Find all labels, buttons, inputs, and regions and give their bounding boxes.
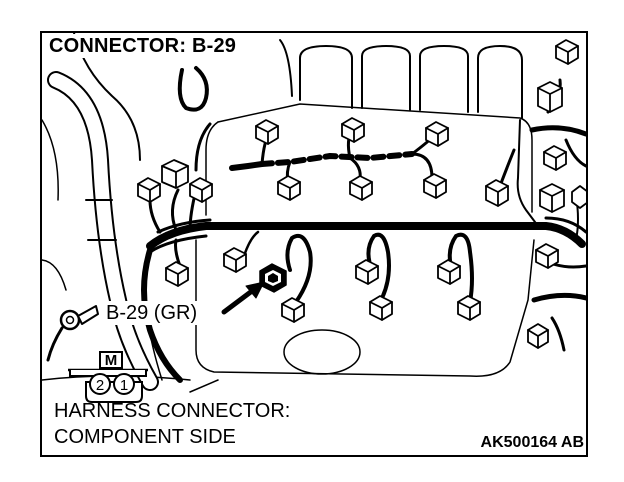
terminal-connector-symbol: M 2 1 xyxy=(68,351,148,403)
callout-arrow-icon xyxy=(221,281,265,315)
caption-line-2: COMPONENT SIDE xyxy=(54,426,236,448)
right-wiring xyxy=(498,78,586,352)
main-harness xyxy=(146,216,586,254)
caption-line-1: HARNESS CONNECTOR: xyxy=(54,400,291,422)
ground-terminal-icon xyxy=(46,305,99,362)
engine-outline xyxy=(42,103,535,393)
manifold-runners xyxy=(279,39,523,119)
terminal-key-label: M xyxy=(105,352,118,369)
b29-connector xyxy=(259,263,287,293)
terminal-pin-1: 1 xyxy=(120,377,128,394)
loop-wire xyxy=(177,66,209,112)
figure-code: AK500164 AB xyxy=(480,434,584,451)
diagram-title: CONNECTOR: B-29 xyxy=(46,34,240,58)
left-hose xyxy=(42,33,159,391)
injector-wires xyxy=(242,230,474,304)
connector-boxes xyxy=(137,39,586,349)
connector-callout-label: B-29 (GR) xyxy=(104,301,200,325)
lower-left-hose xyxy=(141,247,183,383)
terminal-pin-2: 2 xyxy=(96,377,104,394)
